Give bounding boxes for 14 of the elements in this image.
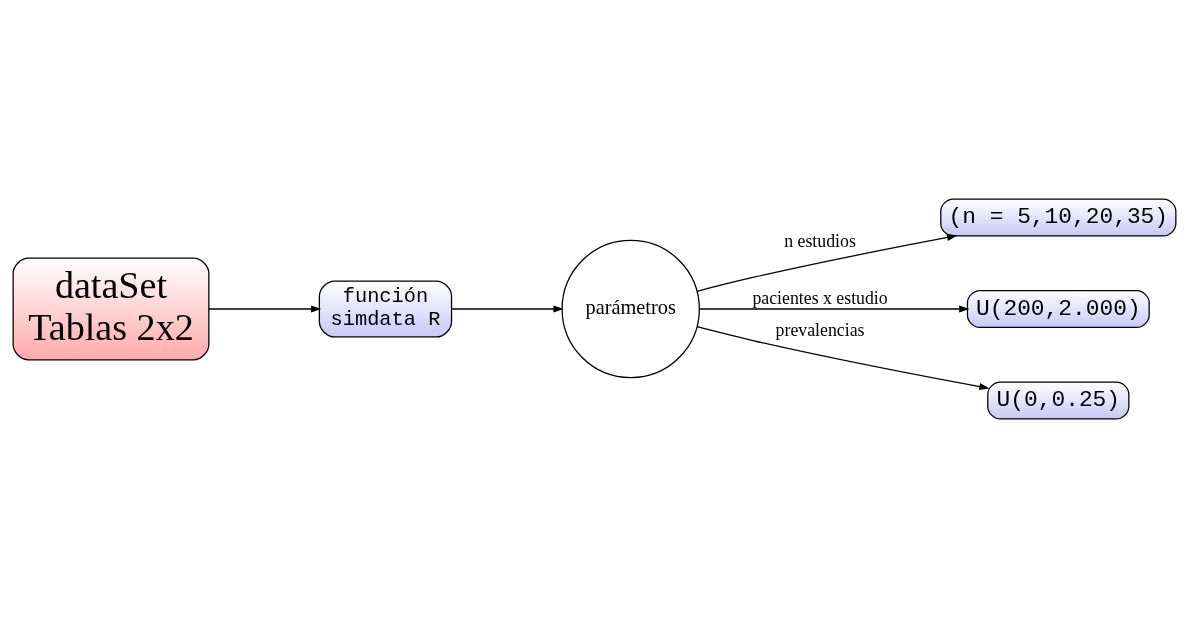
arrow	[451, 304, 564, 313]
node-box: función simdata R	[318, 279, 453, 338]
node-box: (n = 5,10,20,35)	[940, 197, 1177, 237]
edge-label: pacientes x estudio	[752, 287, 888, 308]
edge-label: n estudios	[784, 230, 856, 251]
node-box: dataSet Tablas 2x2	[12, 257, 210, 360]
node-circle: parámetros	[561, 239, 700, 378]
node-box: U(0,0.25)	[987, 380, 1130, 420]
arrow	[208, 304, 322, 313]
arrow	[696, 325, 990, 390]
edge-label: prevalencias	[775, 319, 865, 340]
node-box: U(200,2.000)	[966, 289, 1150, 328]
arrow	[698, 304, 970, 313]
arrow	[696, 233, 958, 292]
